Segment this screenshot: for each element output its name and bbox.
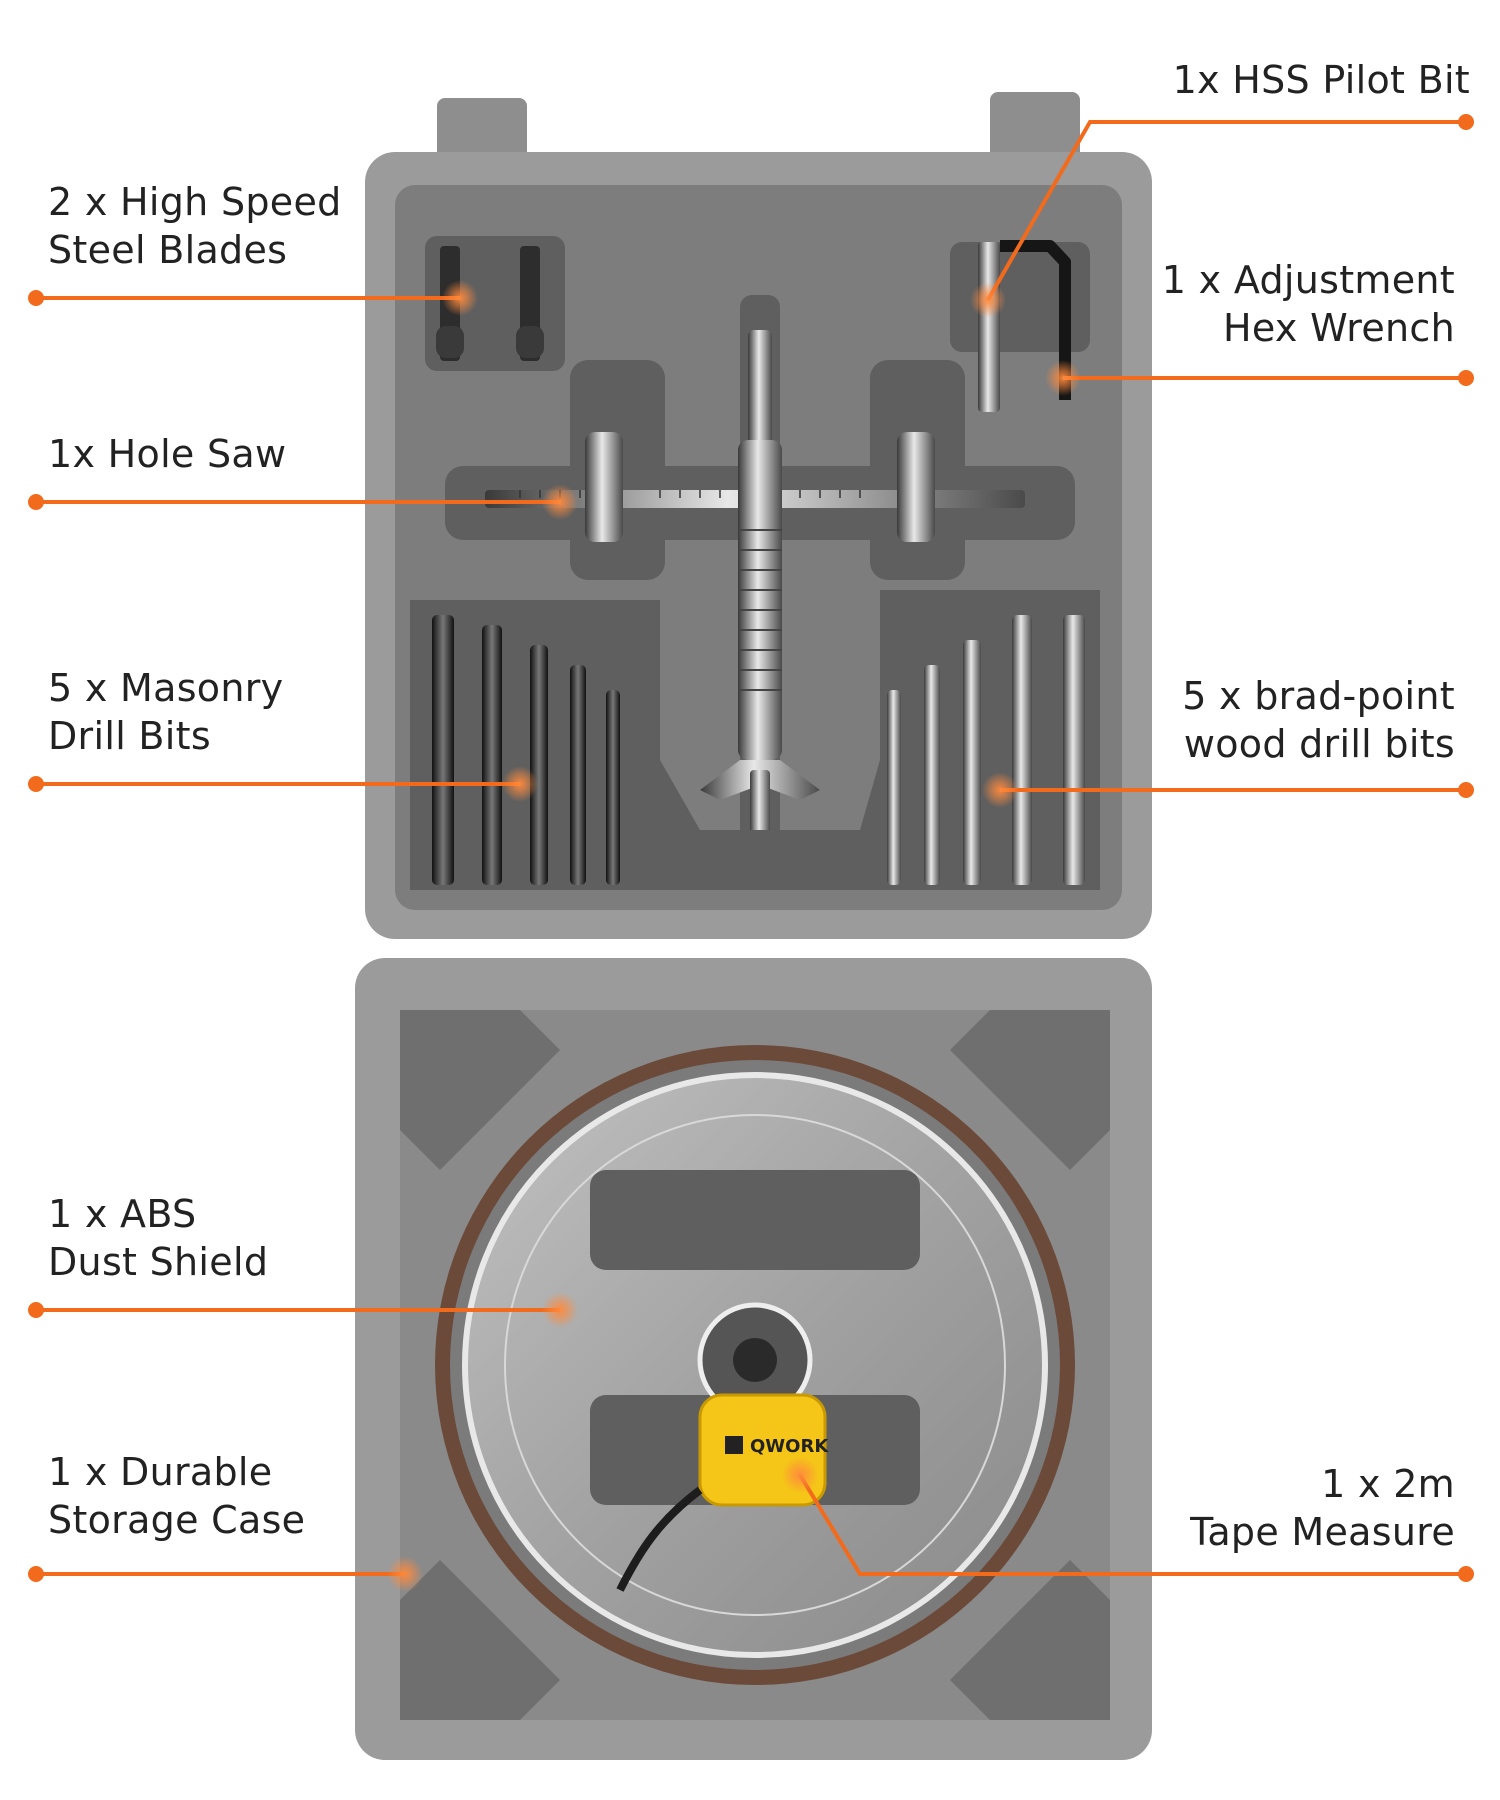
spindle-spring — [738, 440, 782, 760]
cutter-right — [897, 432, 935, 542]
label-wood-bits: 5 x brad-point wood drill bits — [1182, 674, 1455, 766]
masonry-bit-1 — [432, 615, 454, 885]
right-hinge — [990, 92, 1080, 168]
tape-brand: QWORK — [750, 1436, 829, 1457]
label-hex-wrench: 1 x Adjustment Hex Wrench — [1161, 258, 1455, 350]
wood-bit-4 — [1012, 615, 1032, 885]
label-dust-shield: 1 x ABS Dust Shield — [48, 1192, 269, 1284]
tape-strap — [616, 1486, 703, 1592]
masonry-bit-3 — [530, 645, 548, 885]
hex-wrench — [1000, 240, 1071, 400]
wood-bit-5 — [1063, 615, 1085, 885]
callout-lines — [36, 120, 1466, 1576]
corner-brace-bl — [400, 1560, 560, 1720]
circle-dot-icon — [28, 114, 1474, 1582]
glow-marker-icon — [387, 280, 1081, 1592]
label-storage-case: 1 x Durable Storage Case — [48, 1450, 306, 1542]
wood-bit-1 — [887, 690, 901, 885]
label-hole-saw: 1x Hole Saw — [48, 432, 287, 476]
corner-brace-br — [950, 1560, 1110, 1720]
wood-bit-2 — [924, 665, 940, 885]
label-tape-measure: 1 x 2m Tape Measure — [1190, 1462, 1455, 1554]
left-hinge — [437, 98, 527, 168]
corner-brace-tr — [950, 1010, 1110, 1170]
label-masonry-bits: 5 x Masonry Drill Bits — [48, 666, 284, 758]
spindle-shaft — [748, 330, 772, 450]
label-steel-blades: 2 x High Speed Steel Blades — [48, 180, 342, 272]
wood-bit-3 — [963, 640, 981, 885]
cutter-left — [585, 432, 623, 542]
masonry-bit-5 — [606, 690, 620, 885]
masonry-bit-2 — [482, 625, 502, 885]
corner-brace-tl — [400, 1010, 560, 1170]
masonry-bit-4 — [570, 665, 586, 885]
label-pilot-bit: 1x HSS Pilot Bit — [1172, 58, 1470, 102]
pilot-bit — [978, 242, 1000, 412]
